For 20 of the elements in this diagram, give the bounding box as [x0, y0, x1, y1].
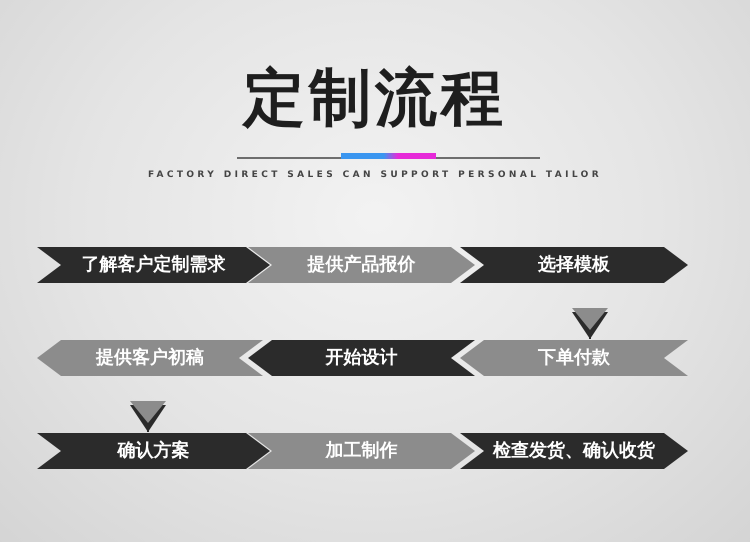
- subtitle: FACTORY DIRECT SALES CAN SUPPORT PERSONAL TAILOR: [148, 170, 602, 180]
- step-label: 确认方案: [118, 439, 190, 463]
- step-banner: [248, 247, 475, 283]
- step-banner: [37, 247, 270, 283]
- step-label: 开始设计: [326, 346, 398, 370]
- step-label: 提供客户初稿: [96, 346, 204, 370]
- step-label: 提供产品报价: [308, 253, 416, 277]
- step-label: 加工制作: [326, 439, 398, 463]
- step-banner: [460, 247, 688, 283]
- title: 定制流程: [243, 62, 507, 134]
- step-banner: [248, 433, 475, 469]
- step-banner: [460, 340, 688, 376]
- step-banner: [460, 433, 688, 469]
- step-banner: [37, 340, 263, 376]
- step-label: 了解客户定制需求: [82, 253, 226, 277]
- step-banner: [248, 340, 475, 376]
- step-label: 选择模板: [538, 253, 610, 277]
- step-label: 检查发货、确认收货: [493, 439, 655, 463]
- step-banner: [37, 433, 270, 469]
- step-label: 下单付款: [538, 346, 610, 370]
